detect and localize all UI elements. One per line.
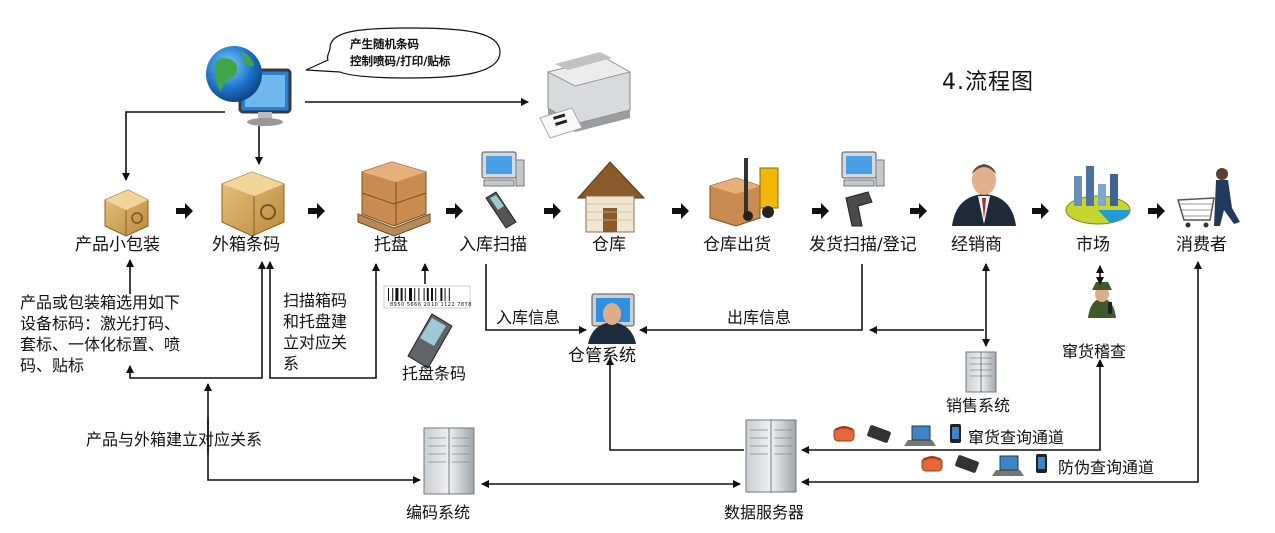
laptop-icon [992, 455, 1024, 476]
product-box-link-label: 产品与外箱建立对应关系 [86, 430, 263, 449]
telephone-icon [833, 426, 855, 442]
flow-arrows [176, 203, 1165, 219]
barcode-bar [423, 288, 425, 301]
warehouse-icon [576, 161, 646, 233]
barcode-bar [418, 288, 420, 301]
label-printer-icon [539, 52, 632, 139]
barcode-digits: 8950 5666 2010 1122 7878 [390, 302, 472, 308]
node-warehouse-out: 仓库出货 [703, 235, 771, 255]
market-chart-icon [1065, 166, 1131, 225]
barcode-bar [426, 288, 429, 301]
barcode-icon [383, 285, 471, 309]
flow-arrow [446, 203, 463, 219]
inbound-handheld-scanner-icon [485, 191, 517, 229]
barcode-bar [388, 288, 389, 301]
consumer-shopping-cart-icon [1177, 168, 1240, 228]
flow-arrow [910, 203, 927, 219]
telephone-icon [921, 456, 943, 472]
inbound-info-label: 入库信息 [496, 308, 561, 327]
equipment-note-line: 码、贴标 [20, 356, 85, 375]
flow-arrow [308, 203, 325, 219]
barcode-bar [395, 288, 399, 301]
pallet-barcode-label: 托盘条码 [402, 364, 467, 383]
node-pallet: 托盘 [374, 235, 408, 255]
node-outer-box: 外箱条码 [212, 235, 280, 255]
smartphone-icon [950, 424, 961, 443]
bubble-line-2: 控制喷码/打印/贴标 [350, 54, 451, 68]
flow-arrow [672, 203, 689, 219]
fleeing-query-label: 窜货查询通道 [968, 428, 1065, 447]
diagram-title: 4.流程图 [942, 70, 1034, 95]
bubble-line-1: 产生随机条码 [350, 37, 419, 51]
anti-fake-query-label: 防伪查询通道 [1058, 458, 1155, 477]
node-warehouse: 仓库 [592, 235, 626, 255]
coding-system-label: 编码系统 [406, 503, 471, 522]
dealer-businessman-icon [952, 164, 1016, 226]
barcode-bar [409, 288, 412, 301]
association-note-line: 和托盘建 [283, 312, 348, 331]
flow-arrow [812, 203, 829, 219]
speech-bubble [305, 27, 501, 79]
association-note-line: 扫描箱码 [283, 291, 348, 310]
sales-server-icon [965, 351, 997, 393]
flow-arrow [1148, 203, 1165, 219]
data-server-icon [745, 419, 797, 493]
equipment-note-line: 设备标码：激光打码、 [20, 314, 181, 333]
goods-check-label: 窜货稽查 [1062, 342, 1127, 361]
association-note-line: 系 [283, 354, 300, 373]
barcode-bar [392, 288, 394, 301]
equipment-note-line: 产品或包装箱选用如下 [20, 293, 181, 312]
flow-arrow [176, 203, 193, 219]
inbound-scan-computer-icon [481, 151, 525, 187]
barcode-bar [431, 288, 433, 301]
association-note-line: 立对应关 [283, 333, 348, 352]
node-market: 市场 [1076, 235, 1110, 255]
handheld-terminal-icon [407, 313, 453, 369]
barcode-bar [404, 288, 406, 301]
outbound-info-label: 出库信息 [727, 308, 792, 327]
sales-system-label: 销售系统 [946, 396, 1011, 415]
warehouse-mgmt-label: 仓管系统 [568, 346, 636, 366]
flow-arrow [544, 203, 561, 219]
outer-box-icon [221, 171, 285, 237]
barcode-bar [448, 288, 450, 301]
association-note: 扫描箱码 和托盘建 立对应关 系 [283, 290, 347, 374]
node-dealer: 经销商 [951, 235, 1002, 255]
connectors [122, 98, 1202, 488]
barcode-bar [440, 288, 443, 301]
inspector-icon [1088, 282, 1116, 318]
equipment-note: 产品或包装箱选用如下 设备标码：激光打码、 套标、一体化标置、喷 码、贴标 [20, 292, 180, 376]
forklift-icon [709, 158, 779, 227]
computer-globe-icon [206, 46, 292, 126]
small-package-icon [104, 189, 149, 237]
node-small-package: 产品小包装 [75, 235, 160, 255]
mobile-phone-icon [867, 425, 891, 443]
data-server-label: 数据服务器 [724, 503, 805, 522]
pallet-icon [357, 161, 431, 237]
warehouse-admin-icon [588, 293, 636, 344]
flow-arrow [1032, 203, 1049, 219]
node-ship-scan: 发货扫描/登记 [809, 235, 917, 255]
equipment-note-line: 套标、一体化标置、喷 [20, 335, 181, 354]
barcode-bar [435, 288, 437, 301]
mobile-phone-icon [955, 455, 979, 473]
node-inbound-scan: 入库扫描 [459, 235, 527, 255]
barcode-bar [400, 288, 403, 301]
barcode-bar [444, 288, 446, 301]
barcode-gun-icon [845, 191, 873, 227]
ship-scan-computer-icon [841, 151, 885, 187]
node-consumer: 消费者 [1176, 235, 1227, 255]
coding-server-icon [423, 427, 475, 495]
laptop-icon [904, 425, 936, 446]
smartphone-icon [1036, 454, 1047, 473]
barcode-bar [414, 288, 416, 301]
